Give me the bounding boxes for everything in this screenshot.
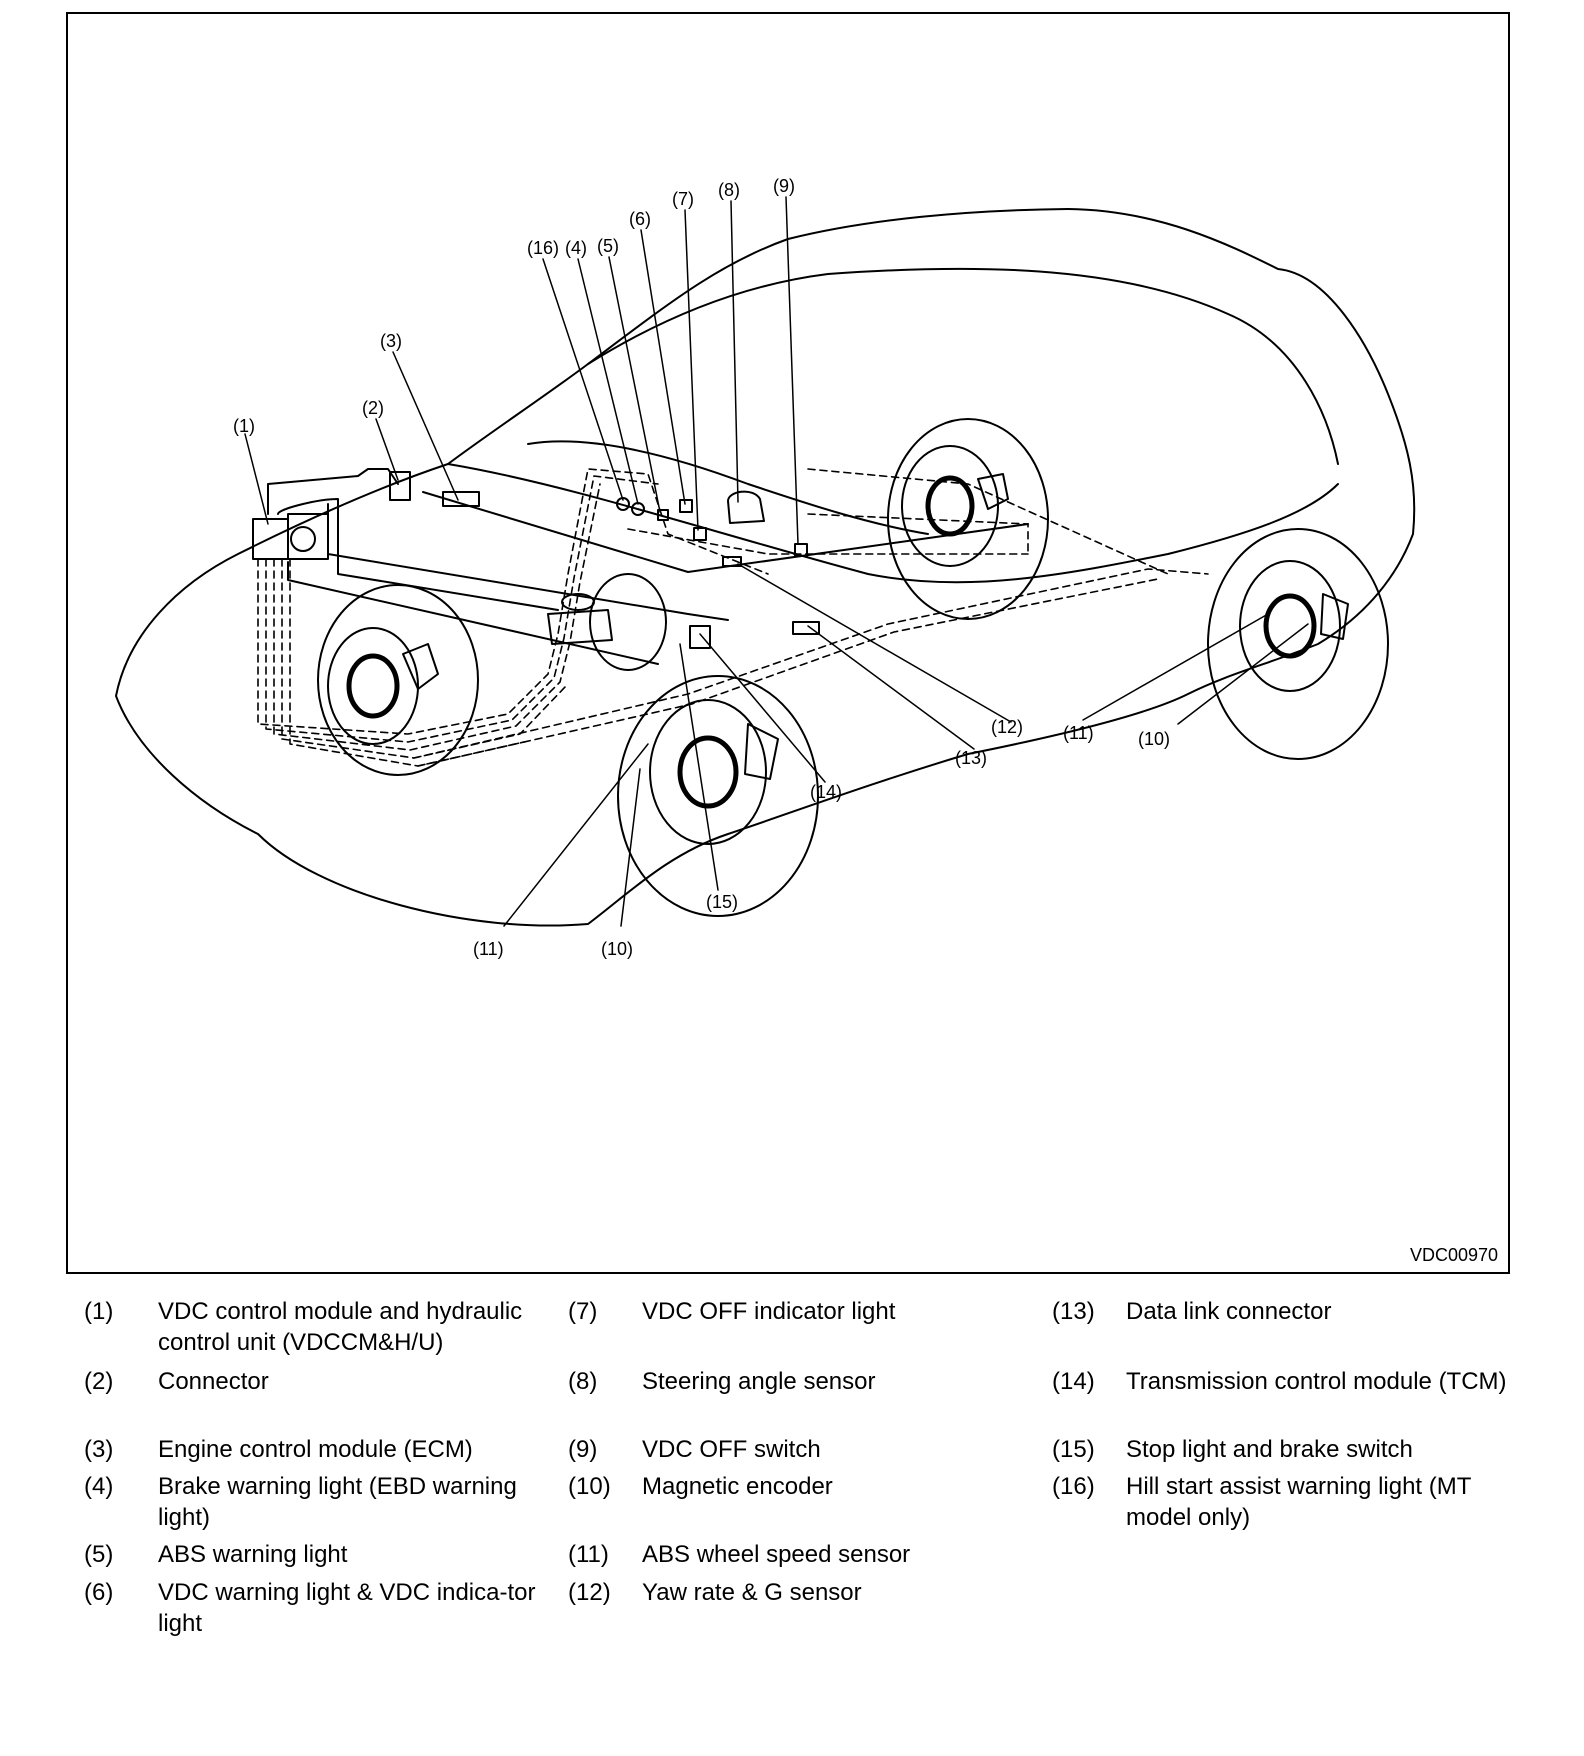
legend-number: (10) [568, 1473, 611, 1500]
leader-lines [244, 196, 1309, 927]
indicator-box [693, 527, 707, 541]
connector-box [389, 471, 411, 501]
legend-text: Stop light and brake switch [1126, 1436, 1413, 1463]
brake-line [327, 503, 729, 621]
side-line [447, 463, 1339, 584]
callout-label: (13) [955, 748, 987, 768]
legend-number: (15) [1052, 1436, 1095, 1463]
legend-text: ABS wheel speed sensor [642, 1541, 911, 1568]
steering-angle-sensor [727, 490, 765, 524]
callout-label: (9) [773, 176, 795, 196]
legend-number: (7) [568, 1298, 598, 1325]
legend-text: Hill start assist warning light (MT mode… [1126, 1473, 1471, 1531]
legend-number: (11) [568, 1541, 609, 1568]
legend-number: (8) [568, 1368, 598, 1395]
tcm-box [689, 625, 711, 649]
data-link-connector [792, 621, 820, 635]
legend-text: Engine control module (ECM) [158, 1436, 473, 1463]
legend-text: Transmission control module (TCM) [1126, 1368, 1507, 1395]
callout-label: (11) [1063, 723, 1094, 743]
callout-label: (4) [565, 238, 587, 258]
legend-text: Steering angle sensor [642, 1368, 876, 1395]
callout-label: (10) [601, 939, 633, 959]
front-left-wheel [317, 584, 479, 776]
brake-line [267, 468, 399, 515]
legend-number: (3) [84, 1436, 114, 1463]
callouts: (1) (2) (3) (16) (4) (5) (6) (7) (8) (9)… [233, 176, 1170, 959]
brake-line [287, 561, 659, 665]
legend-text: Yaw rate & G sensor [642, 1579, 862, 1606]
legend-text: Connector [158, 1368, 269, 1395]
front-right-wheel [617, 675, 819, 917]
callout-label: (3) [380, 331, 402, 351]
callout-label: (15) [706, 892, 738, 912]
figure-frame: (1) (2) (3) (16) (4) (5) (6) (7) (8) (9)… [66, 12, 1510, 1274]
legend-number: (4) [84, 1473, 114, 1500]
callout-label: (10) [1138, 729, 1170, 749]
callout-label: (8) [718, 180, 740, 200]
rear-left-wheel [1207, 528, 1389, 760]
callout-label: (1) [233, 416, 255, 436]
rear-right-wheel [887, 418, 1049, 620]
legend-text: VDC OFF switch [642, 1436, 821, 1463]
legend-number: (14) [1052, 1368, 1095, 1395]
callout-label: (14) [810, 782, 842, 802]
legend-text: VDC control module and hydraulic control… [158, 1298, 523, 1356]
roof-line [587, 267, 1339, 465]
callout-label: (7) [672, 189, 694, 209]
brake-booster [547, 573, 667, 671]
legend-text: VDC warning light & VDC indica-tor light [158, 1579, 536, 1637]
indicator-box [679, 499, 693, 513]
legend-number: (5) [84, 1541, 114, 1568]
vehicle-diagram: (1) (2) (3) (16) (4) (5) (6) (7) (8) (9)… [115, 176, 1416, 959]
windshield-line [527, 440, 929, 535]
legend-text: Data link connector [1126, 1298, 1332, 1325]
legend-number: (1) [84, 1298, 114, 1325]
brake-line [277, 498, 559, 611]
legend-number: (9) [568, 1436, 598, 1463]
legend: (1) VDC control module and hydraulic con… [84, 1296, 1507, 1716]
car-body-outline [115, 208, 1416, 927]
callout-label: (16) [527, 238, 559, 258]
callout-label: (11) [473, 939, 504, 959]
callout-label: (5) [597, 236, 619, 256]
legend-text: Magnetic encoder [642, 1473, 833, 1500]
callout-label: (2) [362, 398, 384, 418]
legend-number: (6) [84, 1579, 114, 1606]
legend-number: (2) [84, 1368, 114, 1395]
legend-text: ABS warning light [158, 1541, 348, 1568]
wiring-harness [257, 468, 1209, 767]
figure-code: VDC00970 [1409, 1245, 1498, 1265]
callout-label: (6) [629, 209, 651, 229]
brake-line [422, 491, 1029, 573]
vdc-hydraulic-unit [252, 513, 329, 560]
legend-number: (12) [568, 1579, 611, 1606]
legend-text: VDC OFF indicator light [642, 1298, 896, 1325]
callout-label: (12) [991, 717, 1023, 737]
legend-number: (16) [1052, 1473, 1095, 1500]
legend-text: Brake warning light (EBD warning light) [158, 1473, 517, 1531]
legend-number: (13) [1052, 1298, 1095, 1325]
